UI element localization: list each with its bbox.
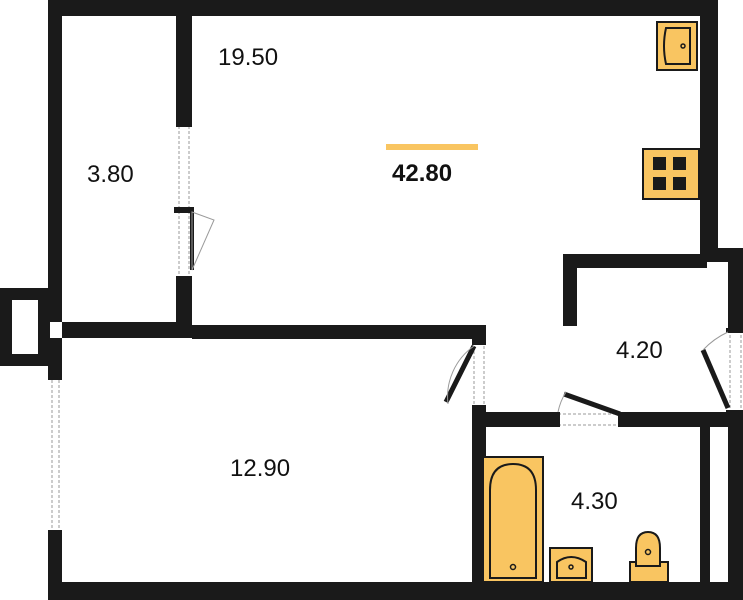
walls xyxy=(48,0,743,600)
main-room-area: 19.50 xyxy=(218,44,279,71)
bathroom-door xyxy=(557,391,621,417)
bedroom-door xyxy=(443,344,477,405)
total-area-accent-bar xyxy=(386,144,478,150)
windows xyxy=(51,126,742,530)
hall-door xyxy=(700,331,731,409)
kitchen-sink-icon xyxy=(656,21,698,71)
stove-icon xyxy=(642,148,700,200)
opening-markers xyxy=(174,122,743,427)
bedroom-area: 12.90 xyxy=(230,455,291,482)
balcony-door xyxy=(190,211,215,271)
toilet-icon xyxy=(629,530,669,583)
bathroom-area: 4.30 xyxy=(571,488,618,515)
doors xyxy=(190,211,731,417)
ventilation-box xyxy=(0,288,50,366)
washbasin-icon xyxy=(549,547,593,583)
hall-area: 4.20 xyxy=(616,337,663,364)
total-area: 42.80 xyxy=(392,160,453,187)
balcony-area: 3.80 xyxy=(87,161,134,188)
bathtub-icon xyxy=(482,456,544,583)
